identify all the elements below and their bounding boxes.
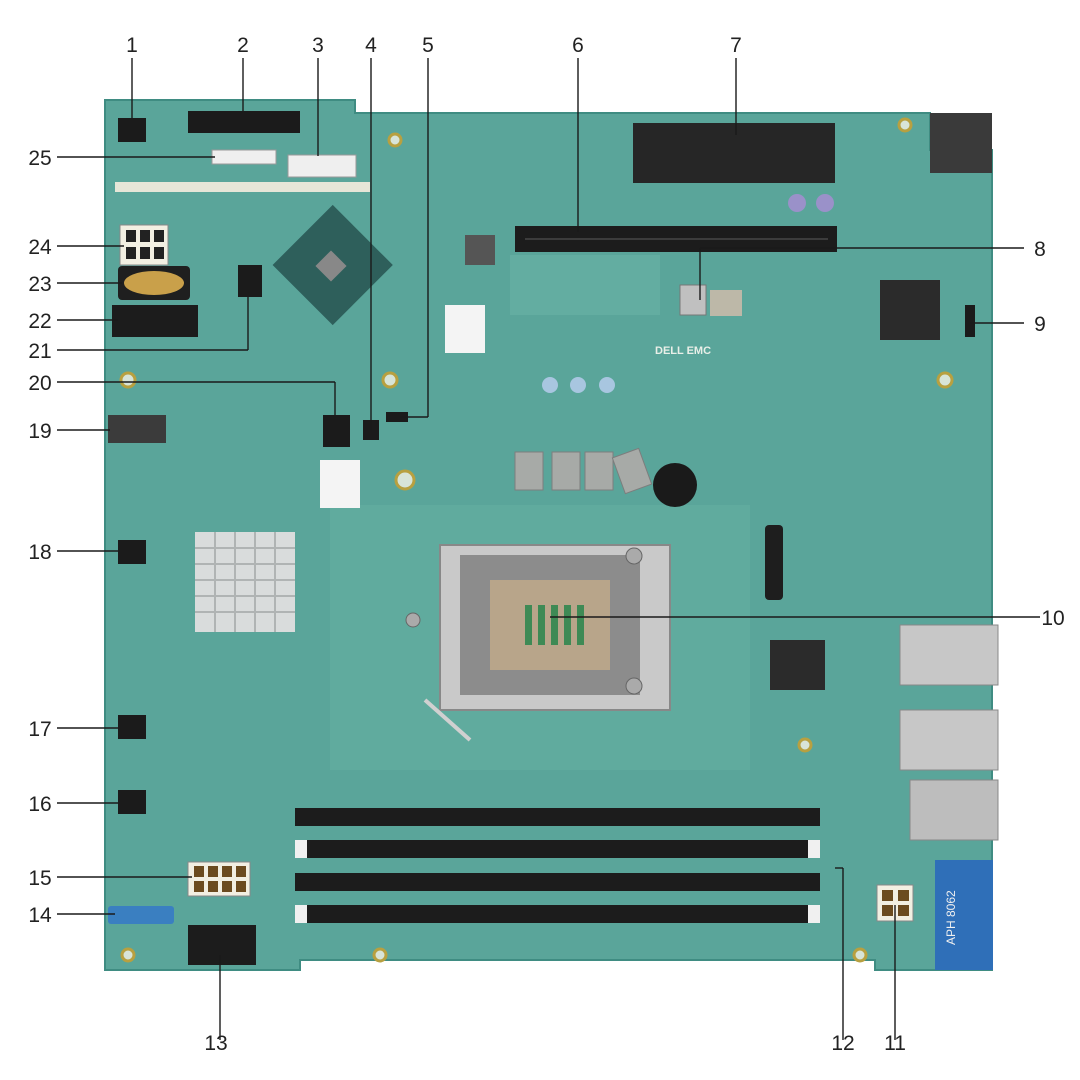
connector-14-sata xyxy=(108,906,174,924)
pcb-strip xyxy=(115,182,370,192)
connector-1 xyxy=(118,118,146,142)
callout-11: 11 xyxy=(884,1032,906,1055)
connector-10-cpu-socket xyxy=(405,544,671,742)
connector-8-slot xyxy=(710,290,742,316)
callout-9: 9 xyxy=(1034,313,1046,336)
connector-8-usb xyxy=(679,284,707,316)
connector-24-pins xyxy=(126,230,164,259)
callout-7: 7 xyxy=(730,34,742,57)
callout-16: 16 xyxy=(28,793,51,816)
connector-19 xyxy=(108,415,166,443)
rear-io-area xyxy=(930,113,992,173)
connector-17 xyxy=(118,715,146,739)
callout-13: 13 xyxy=(204,1032,227,1055)
callout-4: 4 xyxy=(365,34,377,57)
callout-20: 20 xyxy=(28,372,51,395)
chip xyxy=(770,640,825,690)
connector-15-pins xyxy=(194,866,246,892)
qr-label xyxy=(445,305,485,353)
callout-22: 22 xyxy=(28,310,51,333)
connector-22 xyxy=(112,305,198,337)
callout-labels: 1 2 3 4 5 6 7 8 9 10 11 12 13 14 15 16 1… xyxy=(28,34,1064,1055)
callout-8: 8 xyxy=(1034,238,1046,261)
callout-21: 21 xyxy=(28,340,51,363)
connector-13 xyxy=(188,925,256,965)
callout-14: 14 xyxy=(28,904,52,927)
callout-1: 1 xyxy=(126,34,138,57)
callout-18: 18 xyxy=(28,541,51,564)
connector-5 xyxy=(386,412,408,422)
callout-19: 19 xyxy=(28,420,51,443)
callout-5: 5 xyxy=(422,34,434,57)
coin-battery xyxy=(124,271,184,295)
rear-io-lan-ports xyxy=(899,624,999,841)
brand-mark: DELL EMC xyxy=(655,345,711,357)
connector-20 xyxy=(323,415,350,447)
chipset-die xyxy=(315,250,347,282)
callout-6: 6 xyxy=(572,34,584,57)
pcb-shade-area xyxy=(510,255,660,315)
connector-2 xyxy=(188,111,300,133)
connector-16 xyxy=(118,790,146,814)
chip xyxy=(880,280,940,340)
callout-10: 10 xyxy=(1041,607,1064,630)
connector-7 xyxy=(633,123,835,183)
callout-17: 17 xyxy=(28,718,51,741)
vrm-inductors xyxy=(514,447,653,495)
connector-11-pins xyxy=(882,890,909,916)
connector-12-dimm-slots xyxy=(295,808,820,923)
callout-24: 24 xyxy=(28,236,52,259)
capacitors xyxy=(542,194,834,393)
callout-3: 3 xyxy=(312,34,324,57)
qr-label xyxy=(320,460,360,508)
sata-connector xyxy=(765,525,783,600)
connector-21 xyxy=(238,265,262,297)
large-capacitor xyxy=(653,463,697,507)
callout-12: 12 xyxy=(831,1032,854,1055)
leader-lines xyxy=(57,58,1040,1040)
mounting-holes xyxy=(119,117,954,963)
connector-9 xyxy=(965,305,975,337)
heatsink xyxy=(195,532,295,632)
connector-18 xyxy=(118,540,146,564)
connector-25 xyxy=(211,149,277,165)
chip xyxy=(465,235,495,265)
callout-23: 23 xyxy=(28,273,51,296)
vga-connector xyxy=(935,860,993,970)
callout-15: 15 xyxy=(28,867,51,890)
serial-chip-mark: APH 8062 xyxy=(944,890,958,945)
callout-25: 25 xyxy=(28,147,51,170)
callout-2: 2 xyxy=(237,34,249,57)
connector-3 xyxy=(287,154,357,178)
